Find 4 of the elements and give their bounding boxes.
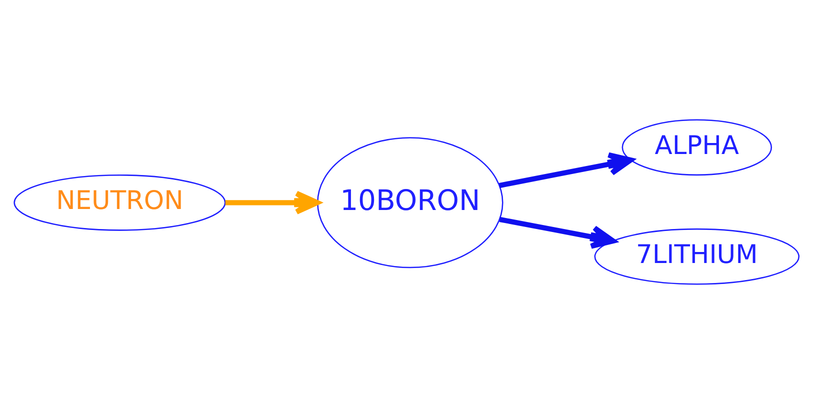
node-ellipse: 7LITHIUM [594, 228, 800, 285]
node-ellipse: 10BORON [316, 137, 504, 268]
node-ellipse: NEUTRON [14, 174, 226, 231]
node-ellipse: ALPHA [622, 119, 772, 176]
